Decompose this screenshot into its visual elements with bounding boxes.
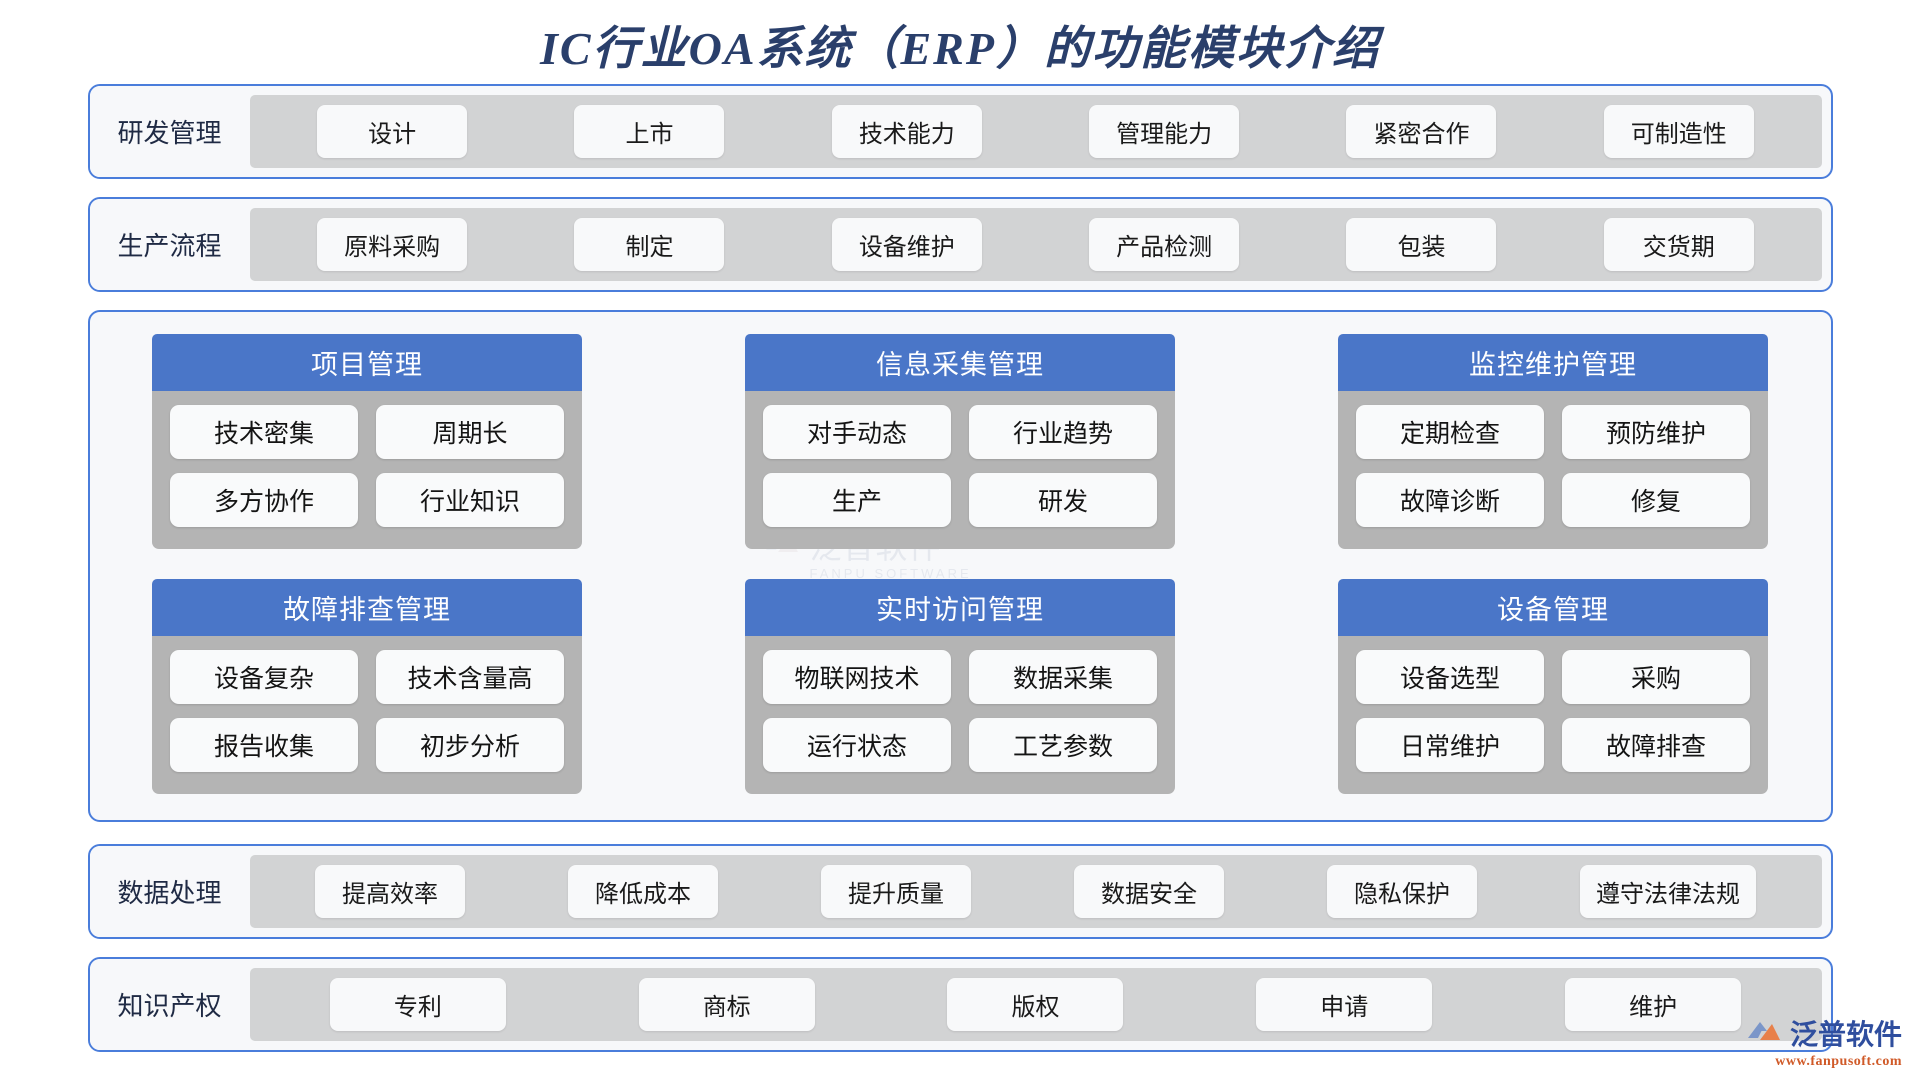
band-label-intellectual-property: 知识产权 xyxy=(89,959,250,1050)
chip-research-0[interactable]: 设计 xyxy=(317,105,468,158)
module-body-5: 设备选型 采购 日常维护 故障排查 xyxy=(1338,636,1768,794)
module-chip-3-1[interactable]: 技术含量高 xyxy=(376,650,564,704)
module-body-1: 对手动态 行业趋势 生产 研发 xyxy=(745,391,1175,549)
band-items-data-processing: 提高效率 降低成本 提升质量 数据安全 隐私保护 遵守法律法规 xyxy=(249,855,1822,928)
module-body-2: 定期检查 预防维护 故障诊断 修复 xyxy=(1338,391,1768,549)
module-chip-0-1[interactable]: 周期长 xyxy=(376,405,564,459)
module-panel: 泛普软件 FANPU SOFTWARE 项目管理 技术密集 周期长 多方协作 行… xyxy=(87,310,1833,822)
module-chip-3-0[interactable]: 设备复杂 xyxy=(170,650,358,704)
band-label-research: 研发管理 xyxy=(89,86,250,177)
module-card-information-collection-management[interactable]: 信息采集管理 对手动态 行业趋势 生产 研发 xyxy=(745,334,1175,549)
module-chip-4-3[interactable]: 工艺参数 xyxy=(969,718,1157,772)
band-label-data-processing: 数据处理 xyxy=(89,846,250,937)
module-card-monitoring-maintenance-management[interactable]: 监控维护管理 定期检查 预防维护 故障诊断 修复 xyxy=(1338,334,1768,549)
chip-data-1[interactable]: 降低成本 xyxy=(568,865,718,918)
module-card-project-management[interactable]: 项目管理 技术密集 周期长 多方协作 行业知识 xyxy=(152,334,582,549)
module-chip-2-1[interactable]: 预防维护 xyxy=(1562,405,1750,459)
module-chip-1-2[interactable]: 生产 xyxy=(763,473,951,527)
chip-data-5[interactable]: 遵守法律法规 xyxy=(1580,865,1756,918)
chip-ip-1[interactable]: 商标 xyxy=(638,978,815,1031)
module-chip-0-3[interactable]: 行业知识 xyxy=(376,473,564,527)
band-production-process: 生产流程 原料采购 制定 设备维护 产品检测 包装 交货期 xyxy=(87,197,1833,292)
chip-research-2[interactable]: 技术能力 xyxy=(831,105,982,158)
chip-production-4[interactable]: 包装 xyxy=(1346,218,1497,271)
module-chip-1-1[interactable]: 行业趋势 xyxy=(969,405,1157,459)
module-grid: 项目管理 技术密集 周期长 多方协作 行业知识 信息采集管理 对手动态 行业趋势… xyxy=(116,334,1805,794)
module-chip-5-0[interactable]: 设备选型 xyxy=(1356,650,1544,704)
module-chip-2-3[interactable]: 修复 xyxy=(1562,473,1750,527)
module-chip-4-0[interactable]: 物联网技术 xyxy=(763,650,951,704)
chip-production-1[interactable]: 制定 xyxy=(574,218,725,271)
module-body-0: 技术密集 周期长 多方协作 行业知识 xyxy=(152,391,582,549)
chip-research-3[interactable]: 管理能力 xyxy=(1089,105,1240,158)
chip-data-2[interactable]: 提升质量 xyxy=(821,865,971,918)
module-body-4: 物联网技术 数据采集 运行状态 工艺参数 xyxy=(745,636,1175,794)
module-title-5: 设备管理 xyxy=(1338,579,1768,636)
corner-logo-url: www.fanpusoft.com xyxy=(1775,1054,1902,1069)
chip-data-4[interactable]: 隐私保护 xyxy=(1327,865,1477,918)
module-chip-0-2[interactable]: 多方协作 xyxy=(170,473,358,527)
module-chip-1-3[interactable]: 研发 xyxy=(969,473,1157,527)
band-data-processing: 数据处理 提高效率 降低成本 提升质量 数据安全 隐私保护 遵守法律法规 xyxy=(87,844,1833,939)
module-chip-3-2[interactable]: 报告收集 xyxy=(170,718,358,772)
band-items-production: 原料采购 制定 设备维护 产品检测 包装 交货期 xyxy=(249,208,1822,281)
module-chip-5-1[interactable]: 采购 xyxy=(1562,650,1750,704)
chip-production-3[interactable]: 产品检测 xyxy=(1089,218,1240,271)
module-chip-2-0[interactable]: 定期检查 xyxy=(1356,405,1544,459)
module-title-3: 故障排查管理 xyxy=(152,579,582,636)
band-label-production: 生产流程 xyxy=(89,199,250,290)
module-card-equipment-management[interactable]: 设备管理 设备选型 采购 日常维护 故障排查 xyxy=(1338,579,1768,794)
module-title-0: 项目管理 xyxy=(152,334,582,391)
module-chip-4-2[interactable]: 运行状态 xyxy=(763,718,951,772)
fanpu-brand-icon xyxy=(1746,1017,1784,1049)
module-chip-5-2[interactable]: 日常维护 xyxy=(1356,718,1544,772)
chip-research-5[interactable]: 可制造性 xyxy=(1603,105,1754,158)
module-chip-3-3[interactable]: 初步分析 xyxy=(376,718,564,772)
module-body-3: 设备复杂 技术含量高 报告收集 初步分析 xyxy=(152,636,582,794)
chip-data-0[interactable]: 提高效率 xyxy=(315,865,465,918)
band-intellectual-property: 知识产权 专利 商标 版权 申请 维护 xyxy=(87,957,1833,1052)
band-items-intellectual-property: 专利 商标 版权 申请 维护 xyxy=(249,968,1822,1041)
corner-logo-name: 泛普软件 xyxy=(1789,1019,1902,1050)
chip-production-5[interactable]: 交货期 xyxy=(1603,218,1754,271)
chip-ip-3[interactable]: 申请 xyxy=(1256,978,1433,1031)
module-chip-5-3[interactable]: 故障排查 xyxy=(1562,718,1750,772)
page-title: IC行业OA系统（ERP）的功能模块介绍 xyxy=(540,23,1380,74)
module-title-1: 信息采集管理 xyxy=(745,334,1175,391)
module-chip-4-1[interactable]: 数据采集 xyxy=(969,650,1157,704)
module-chip-1-0[interactable]: 对手动态 xyxy=(763,405,951,459)
module-title-4: 实时访问管理 xyxy=(745,579,1175,636)
module-chip-2-2[interactable]: 故障诊断 xyxy=(1356,473,1544,527)
chip-research-1[interactable]: 上市 xyxy=(574,105,725,158)
chip-ip-0[interactable]: 专利 xyxy=(329,978,506,1031)
chip-ip-4[interactable]: 维护 xyxy=(1565,978,1742,1031)
chip-data-3[interactable]: 数据安全 xyxy=(1074,865,1224,918)
module-title-2: 监控维护管理 xyxy=(1338,334,1768,391)
corner-logo: 泛普软件 www.fanpusoft.com xyxy=(1746,1013,1902,1070)
module-card-realtime-access-management[interactable]: 实时访问管理 物联网技术 数据采集 运行状态 工艺参数 xyxy=(745,579,1175,794)
band-research-management: 研发管理 设计 上市 技术能力 管理能力 紧密合作 可制造性 xyxy=(87,84,1833,179)
chip-production-0[interactable]: 原料采购 xyxy=(317,218,468,271)
module-chip-0-0[interactable]: 技术密集 xyxy=(170,405,358,459)
band-items-research: 设计 上市 技术能力 管理能力 紧密合作 可制造性 xyxy=(249,95,1822,168)
chip-research-4[interactable]: 紧密合作 xyxy=(1346,105,1497,158)
chip-ip-2[interactable]: 版权 xyxy=(947,978,1124,1031)
module-card-fault-troubleshooting-management[interactable]: 故障排查管理 设备复杂 技术含量高 报告收集 初步分析 xyxy=(152,579,582,794)
chip-production-2[interactable]: 设备维护 xyxy=(831,218,982,271)
